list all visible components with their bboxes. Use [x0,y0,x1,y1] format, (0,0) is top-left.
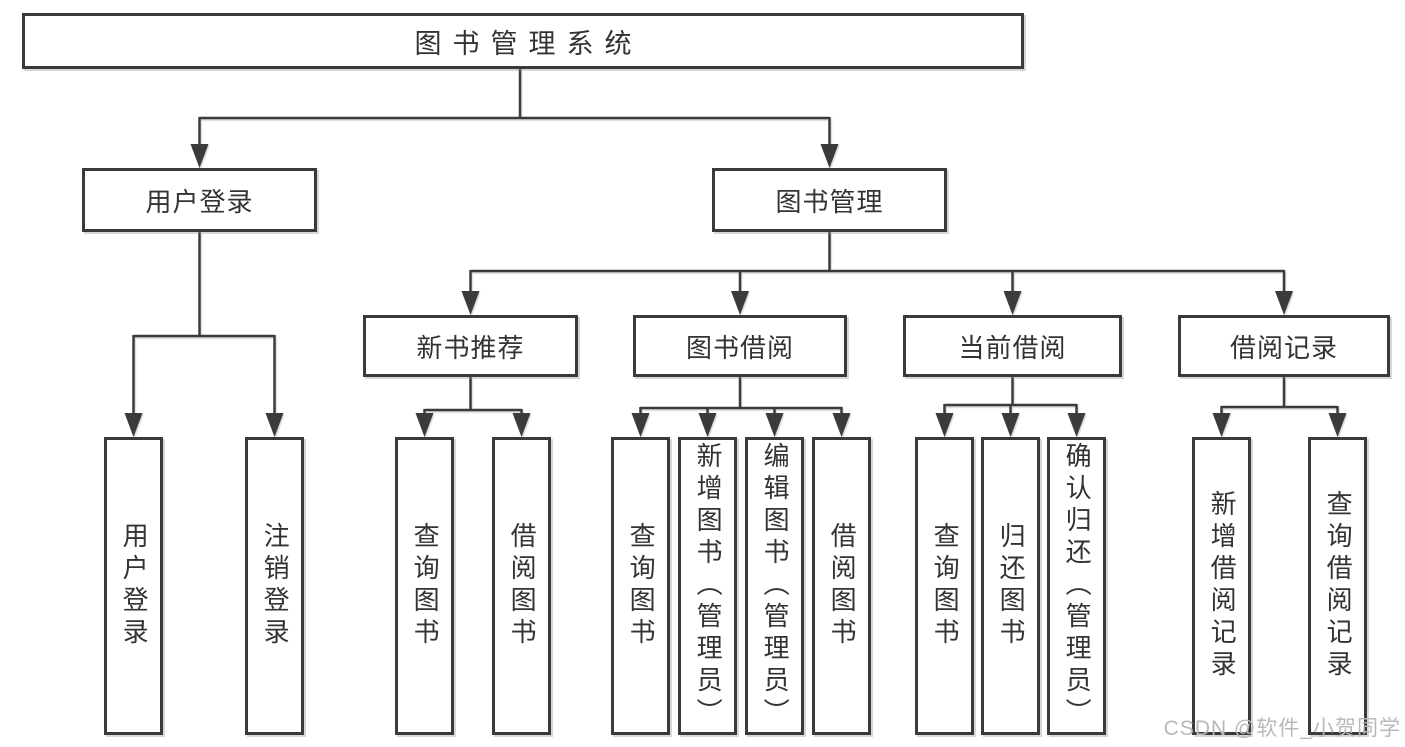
leaf-label: 确认归还（管理员） [1062,442,1093,730]
leaf-label: 新增借阅记录 [1207,490,1238,682]
node-label: 图书管理系统 [414,28,643,59]
leaf-query-borrow-record: 查询借阅记录 [1308,437,1367,735]
node-label: 用户登录 [145,186,254,217]
leaf-label: 借阅图书 [827,522,858,650]
leaf-label: 注销登录 [260,522,291,650]
leaf-borrow-books-recommend: 借阅图书 [492,437,551,735]
leaf-label: 查询图书 [930,522,961,650]
leaf-query-books-recommend: 查询图书 [395,437,454,735]
node-current-borrowing: 当前借阅 [903,315,1122,377]
leaf-label: 归还图书 [996,522,1027,650]
leaf-label: 查询图书 [410,522,441,650]
node-new-book-recommendation: 新书推荐 [363,315,578,377]
leaf-query-books-current: 查询图书 [915,437,974,735]
node-borrowing-records: 借阅记录 [1178,315,1390,377]
leaf-logout-login: 注销登录 [245,437,304,735]
node-label: 图书借阅 [685,332,794,363]
leaf-edit-books-admin: 编辑图书（管理员） [745,437,804,735]
leaf-query-books-borrowing: 查询图书 [611,437,670,735]
node-label: 新书推荐 [416,332,525,363]
leaf-label: 新增图书（管理员） [693,442,724,730]
node-label: 图书管理 [775,186,884,217]
node-label: 当前借阅 [958,332,1067,363]
leaf-confirm-return-admin: 确认归还（管理员） [1047,437,1106,735]
leaf-label: 借阅图书 [507,522,538,650]
leaf-add-borrow-record: 新增借阅记录 [1192,437,1251,735]
node-book-borrowing: 图书借阅 [633,315,847,377]
leaf-label: 查询图书 [626,522,657,650]
leaf-borrow-books-borrowing: 借阅图书 [812,437,871,735]
leaf-label: 编辑图书（管理员） [760,442,791,730]
node-user-login: 用户登录 [82,168,317,232]
node-library-system-root: 图书管理系统 [22,13,1024,69]
leaf-user-login: 用户登录 [104,437,163,735]
leaf-label: 查询借阅记录 [1323,490,1354,682]
leaf-label: 用户登录 [119,522,150,650]
connector-trunk-lines [133,69,1338,412]
leaf-add-books-admin: 新增图书（管理员） [678,437,737,735]
leaf-return-books: 归还图书 [981,437,1040,735]
node-label: 借阅记录 [1229,332,1338,363]
node-book-management: 图书管理 [712,168,947,232]
